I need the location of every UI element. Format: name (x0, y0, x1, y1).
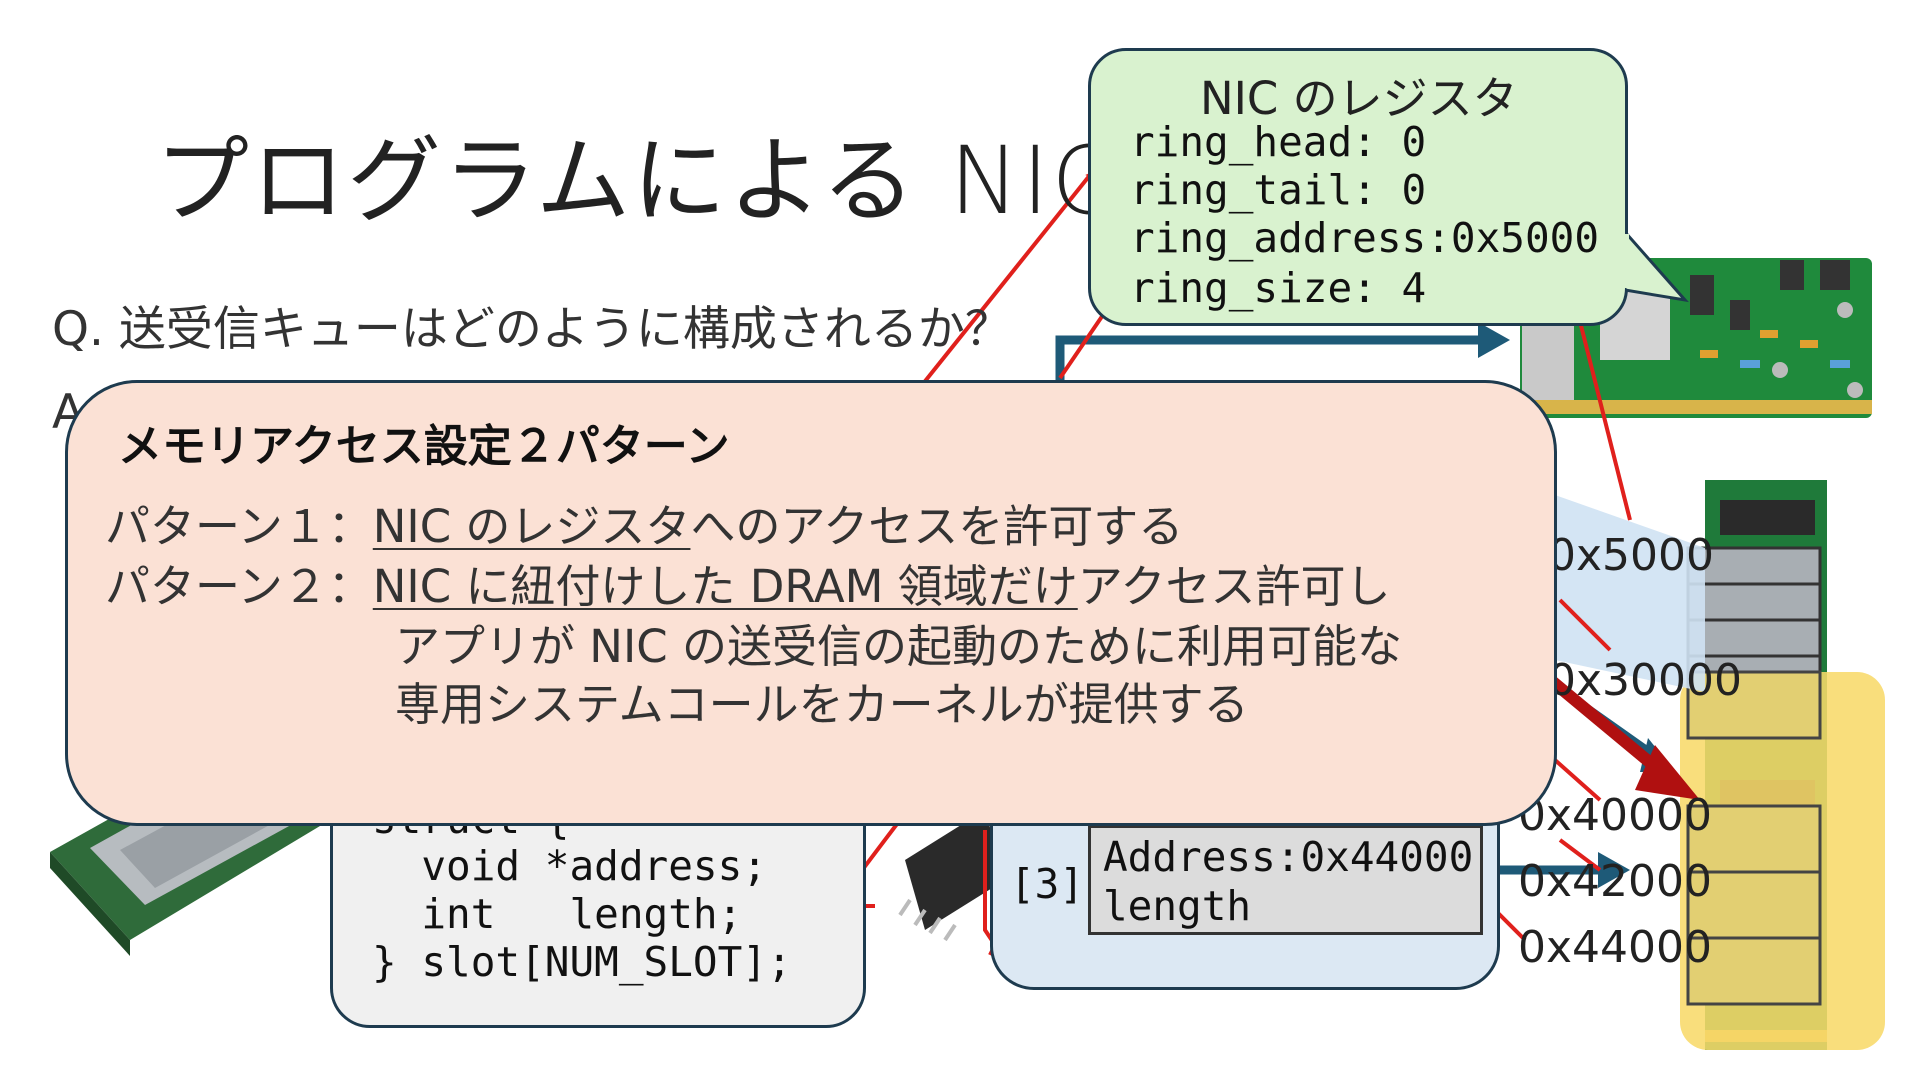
code-line: int length; (372, 890, 743, 938)
buffer-slots (1686, 670, 1822, 1006)
pattern2-rest: アクセス許可し (1077, 560, 1391, 613)
pattern2-line3: 専用システムコールをカーネルが提供する (395, 678, 1249, 731)
pattern1-rest: へのアクセスを許可する (690, 500, 1184, 553)
address-label: 0x40000 (1518, 790, 1713, 841)
pattern1-underlined: NIC のレジスタ (372, 500, 691, 553)
pointer-arrowhead (1635, 745, 1700, 800)
register-ring-tail: ring_tail: 0 (1130, 166, 1427, 214)
pattern2-prefix: パターン２： (105, 560, 373, 613)
pattern1-line: パターン１：NIC のレジスタへのアクセスを許可する (105, 490, 1183, 555)
address-label: 0x30000 (1548, 655, 1743, 706)
pattern1-prefix: パターン１： (105, 500, 373, 553)
slot-index-label: [3] (1010, 860, 1085, 908)
pattern2-underlined: NIC に紐付けした DRAM 領域だけ (372, 560, 1078, 613)
code-line: void *address; (372, 842, 767, 890)
code-line: } slot[NUM_SLOT]; (372, 938, 792, 986)
slot-entry (1088, 825, 1483, 935)
question-text: Q. 送受信キューはどのように構成されるか？ (52, 302, 1012, 357)
register-ring-address: ring_address:0x5000 (1130, 214, 1599, 262)
slide-title: プログラムによる NIC の (155, 127, 1247, 236)
address-label: 0x42000 (1518, 856, 1713, 907)
nic-register-bubble (1088, 48, 1628, 326)
pattern2-line: パターン２：NIC に紐付けした DRAM 領域だけアクセス許可し (105, 550, 1391, 615)
address-label: 0x44000 (1518, 922, 1713, 973)
slot-address: Address:0x44000 (1103, 833, 1474, 881)
nic-register-title: NIC のレジスタ (1200, 72, 1518, 125)
bubble-tail (1625, 230, 1689, 303)
ring-funnel (1555, 495, 1705, 692)
memory-access-popup (65, 380, 1557, 826)
register-ring-size: ring_size: 4 (1130, 264, 1427, 312)
ic-chip-icon (898, 810, 1005, 942)
register-ring-head: ring_head: 0 (1130, 118, 1427, 166)
slot-length: length (1103, 882, 1252, 930)
address-label: 0x5000 (1548, 530, 1715, 581)
popup-heading: メモリアクセス設定２パターン (118, 421, 730, 472)
pattern2-line2: アプリが NIC の送受信の起動のために利用可能な (395, 620, 1402, 673)
